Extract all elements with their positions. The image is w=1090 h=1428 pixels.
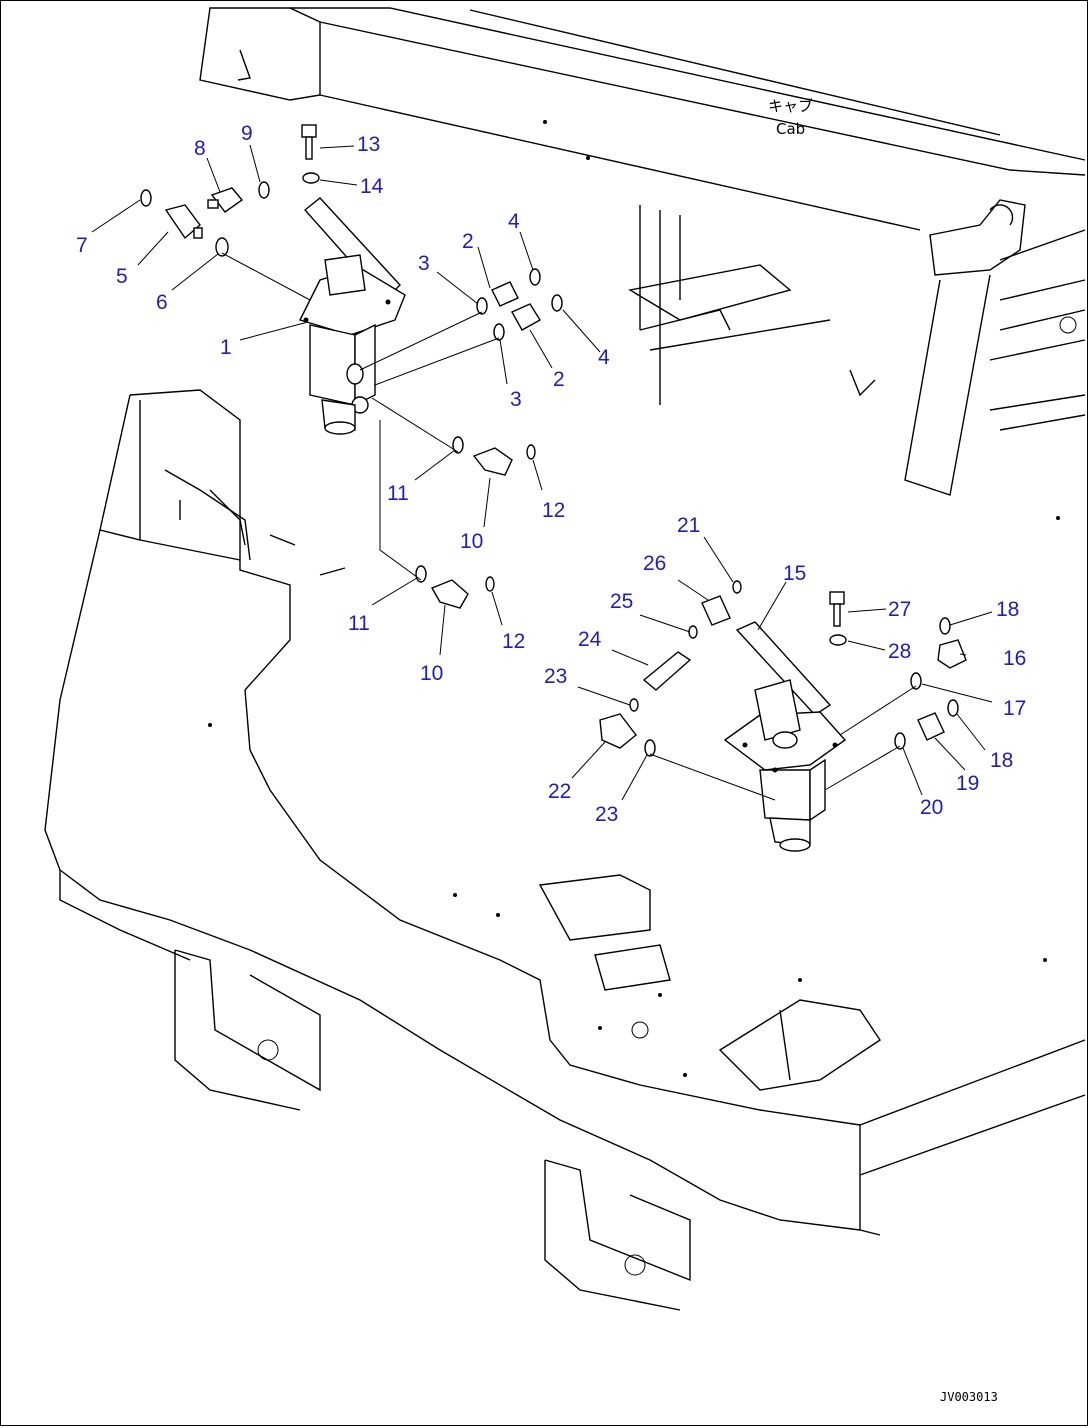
chassis-frame <box>44 389 1086 1311</box>
small-parts-left <box>140 124 563 609</box>
drawing-code: JV003013 <box>940 1390 998 1404</box>
cab-structure <box>199 7 1086 520</box>
cab-label-japanese: キャブ <box>768 97 813 115</box>
callout-10a: 10 <box>460 530 483 553</box>
callout-23a: 23 <box>544 665 567 688</box>
callout-16: 16 <box>1003 647 1026 670</box>
callout-17: 17 <box>1003 697 1026 720</box>
callout-21: 21 <box>677 514 700 537</box>
callout-8: 8 <box>194 137 206 160</box>
callout-2a: 2 <box>462 230 474 253</box>
callout-13: 13 <box>357 133 380 156</box>
callout-5: 5 <box>116 265 128 288</box>
assembly-lines <box>221 252 917 801</box>
callout-1: 1 <box>220 336 232 359</box>
callout-24: 24 <box>578 628 602 651</box>
callout-22: 22 <box>548 780 571 803</box>
callout-20: 20 <box>920 796 943 819</box>
callout-28: 28 <box>888 640 911 663</box>
callout-18a: 18 <box>996 598 1019 621</box>
callout-9: 9 <box>241 122 253 145</box>
callout-7: 7 <box>76 234 88 257</box>
leader-lines <box>91 144 993 801</box>
callout-12a: 12 <box>542 499 565 522</box>
callout-3a: 3 <box>418 252 430 275</box>
pedal-valve-left <box>299 197 406 435</box>
callout-4a: 4 <box>508 210 520 233</box>
callout-23b: 23 <box>595 803 618 826</box>
callout-3b: 3 <box>510 388 522 411</box>
cab-label-english: Cab <box>776 120 805 138</box>
pedal-valve-right <box>723 621 847 852</box>
callout-14: 14 <box>360 175 384 198</box>
callout-4b: 4 <box>598 346 610 369</box>
callout-11a: 11 <box>387 482 409 505</box>
callout-12b: 12 <box>502 630 525 653</box>
callout-10b: 10 <box>420 662 443 685</box>
callout-26: 26 <box>643 552 666 575</box>
callout-25: 25 <box>610 590 633 613</box>
small-parts-right <box>599 580 967 757</box>
callout-numbers: 1 2 2 3 3 4 4 5 6 7 8 9 10 10 11 11 12 1… <box>76 122 1026 826</box>
callout-18b: 18 <box>990 749 1013 772</box>
callout-15: 15 <box>783 562 806 585</box>
callout-19: 19 <box>956 772 979 795</box>
callout-6: 6 <box>156 291 168 314</box>
callout-27: 27 <box>888 598 911 621</box>
callout-11b: 11 <box>348 612 370 635</box>
callout-2b: 2 <box>553 368 565 391</box>
